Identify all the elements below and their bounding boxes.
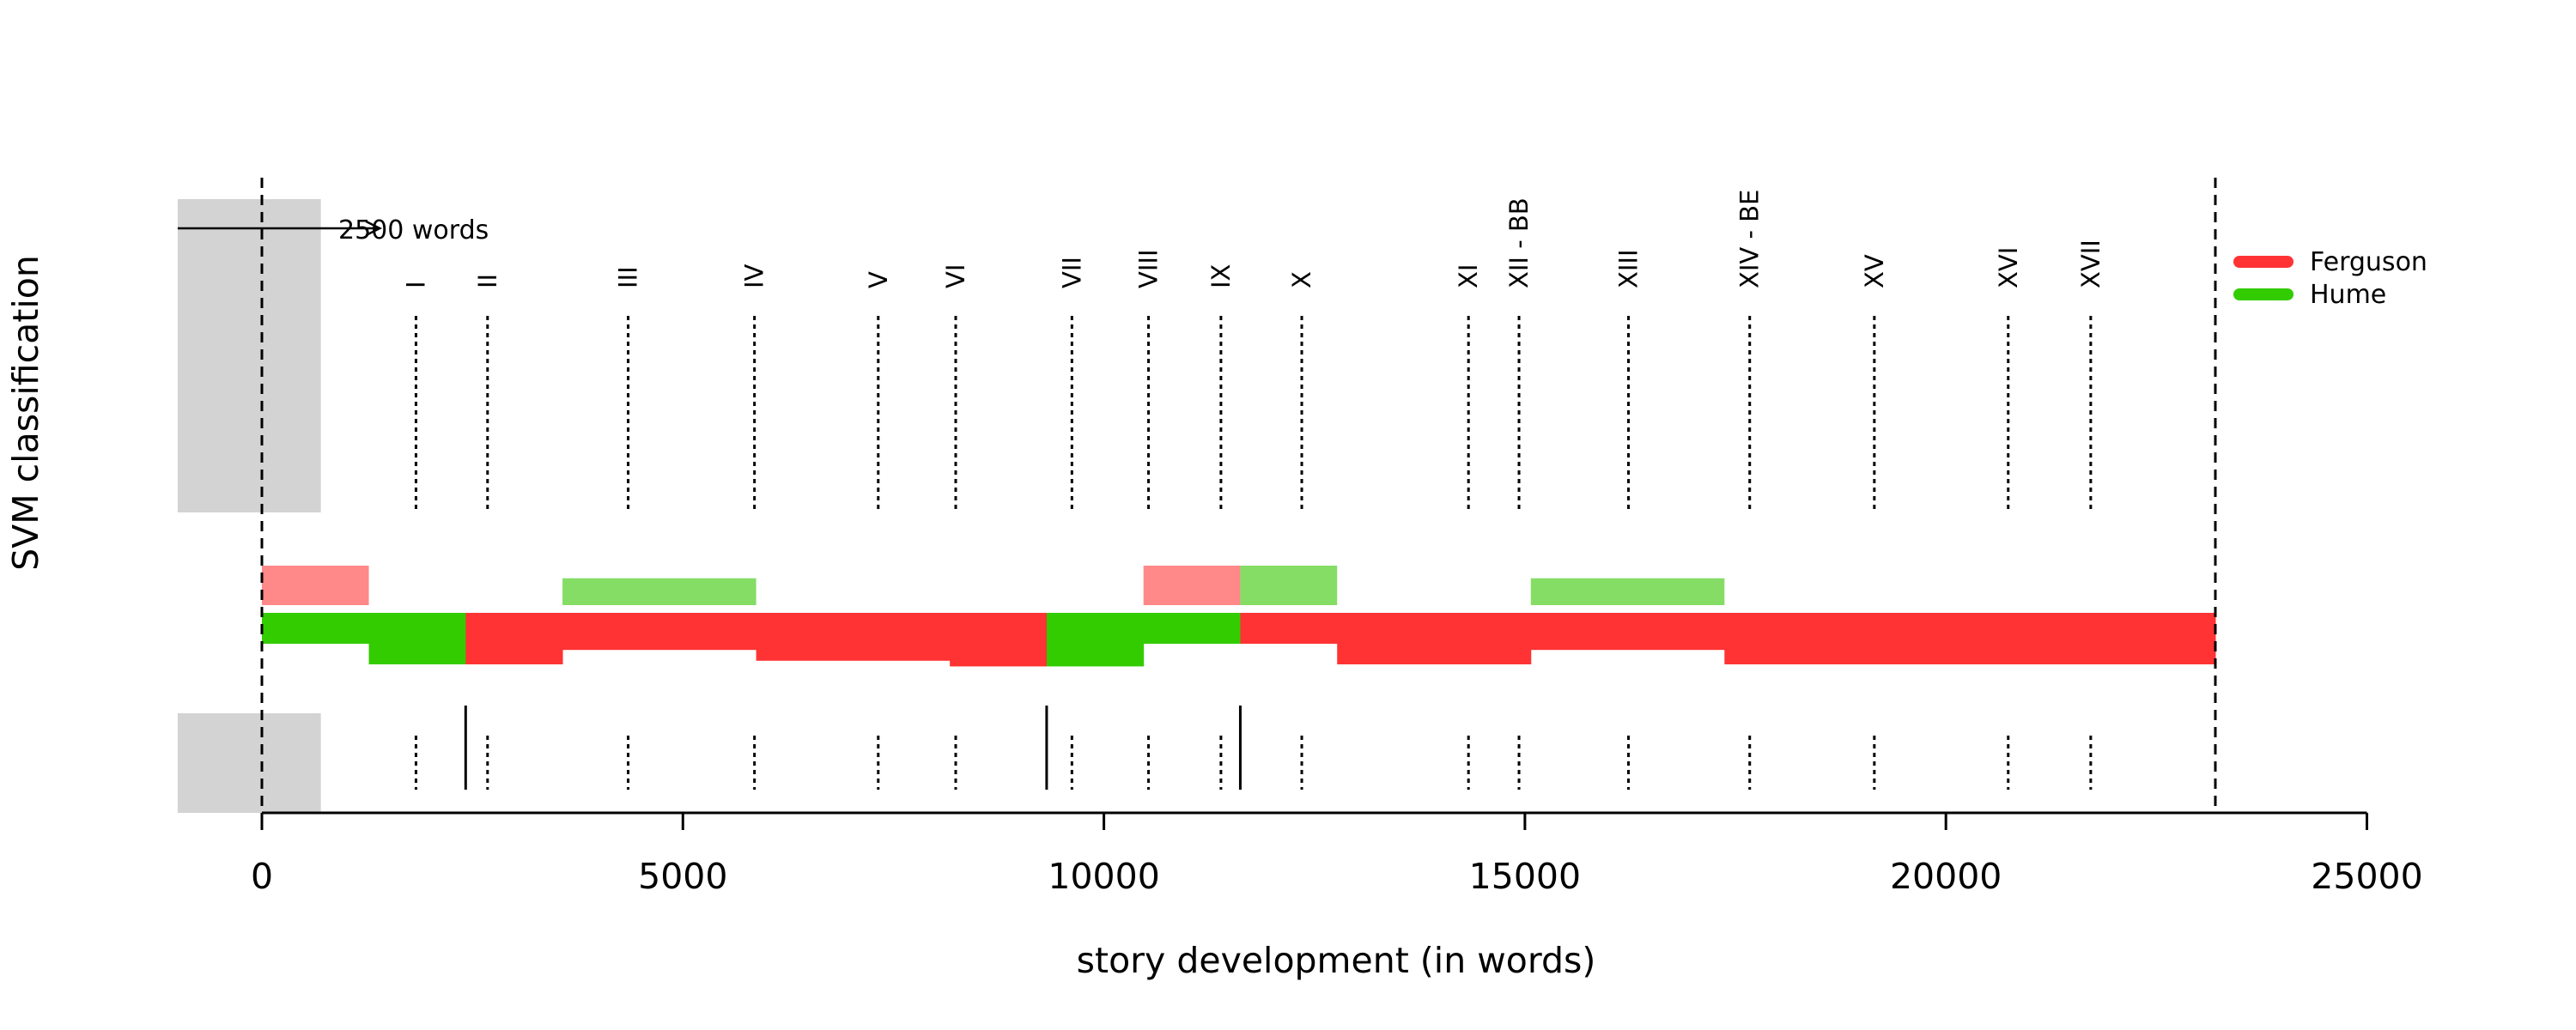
window-arrow-head — [365, 220, 383, 237]
window-bar — [756, 613, 951, 661]
chapter-label: IX — [1206, 264, 1236, 288]
chapter-label: II — [473, 274, 502, 288]
chapter-label: X — [1287, 271, 1316, 288]
x-axis-label: story development (in words) — [1077, 940, 1596, 981]
window-bar — [262, 613, 370, 644]
window-bar — [1724, 613, 2216, 664]
chapter-label: VI — [941, 264, 970, 288]
secondary-bar — [1530, 578, 1725, 605]
chapter-label: VIII — [1134, 250, 1163, 289]
text-limits — [260, 178, 2217, 813]
window-bar — [950, 613, 1048, 667]
chapter-label: XVI — [1994, 247, 2023, 288]
x-tick-label: 20000 — [1890, 856, 2002, 897]
window-size-arrow — [177, 220, 383, 237]
window-bar — [1143, 613, 1241, 644]
classification-bars — [262, 613, 2216, 667]
window-indicator-boxes — [177, 199, 321, 813]
legend-label: Hume — [2310, 280, 2386, 310]
chapter-label: IV — [740, 264, 769, 288]
window-size-label: 2500 words — [338, 215, 489, 245]
chapter-label: I — [401, 281, 430, 288]
window-bar — [1530, 613, 1725, 651]
y-axis-label: SVM classification — [5, 255, 46, 571]
chapter-label: XIII — [1614, 249, 1643, 288]
chapter-label: XVII — [2076, 239, 2105, 288]
secondary-bar — [1240, 566, 1338, 605]
x-tick-label: 10000 — [1048, 856, 1159, 897]
secondary-bar — [562, 578, 756, 605]
x-tick-label: 15000 — [1469, 856, 1581, 897]
legend-label: Ferguson — [2310, 247, 2427, 277]
chapter-label: XII - BB — [1504, 197, 1534, 288]
window-bar — [465, 613, 563, 664]
window-bar — [1046, 613, 1145, 667]
segment-boundaries — [464, 706, 1242, 790]
window-bar — [368, 613, 466, 664]
chapter-label: XIV - BE — [1735, 190, 1765, 288]
x-tick-label: 5000 — [638, 856, 727, 897]
window-box-bottom — [177, 713, 321, 813]
x-axis: 0 5000 10000 15000 20000 25000 — [251, 811, 2423, 897]
window-bar — [1240, 613, 1338, 644]
secondary-bars — [262, 566, 1725, 605]
window-bar — [562, 613, 757, 651]
chapter-label: XI — [1454, 264, 1483, 288]
chapter-label: III — [614, 266, 643, 288]
x-tick-label: 25000 — [2311, 856, 2422, 897]
secondary-bar — [1143, 566, 1241, 605]
window-box-top — [177, 199, 321, 512]
window-bar — [1337, 613, 1532, 664]
secondary-bar — [262, 566, 369, 605]
chapter-label: V — [864, 271, 893, 288]
x-tick-label: 0 — [251, 856, 273, 897]
chapter-label: VII — [1057, 257, 1086, 288]
chapter-label: XV — [1860, 254, 1889, 288]
